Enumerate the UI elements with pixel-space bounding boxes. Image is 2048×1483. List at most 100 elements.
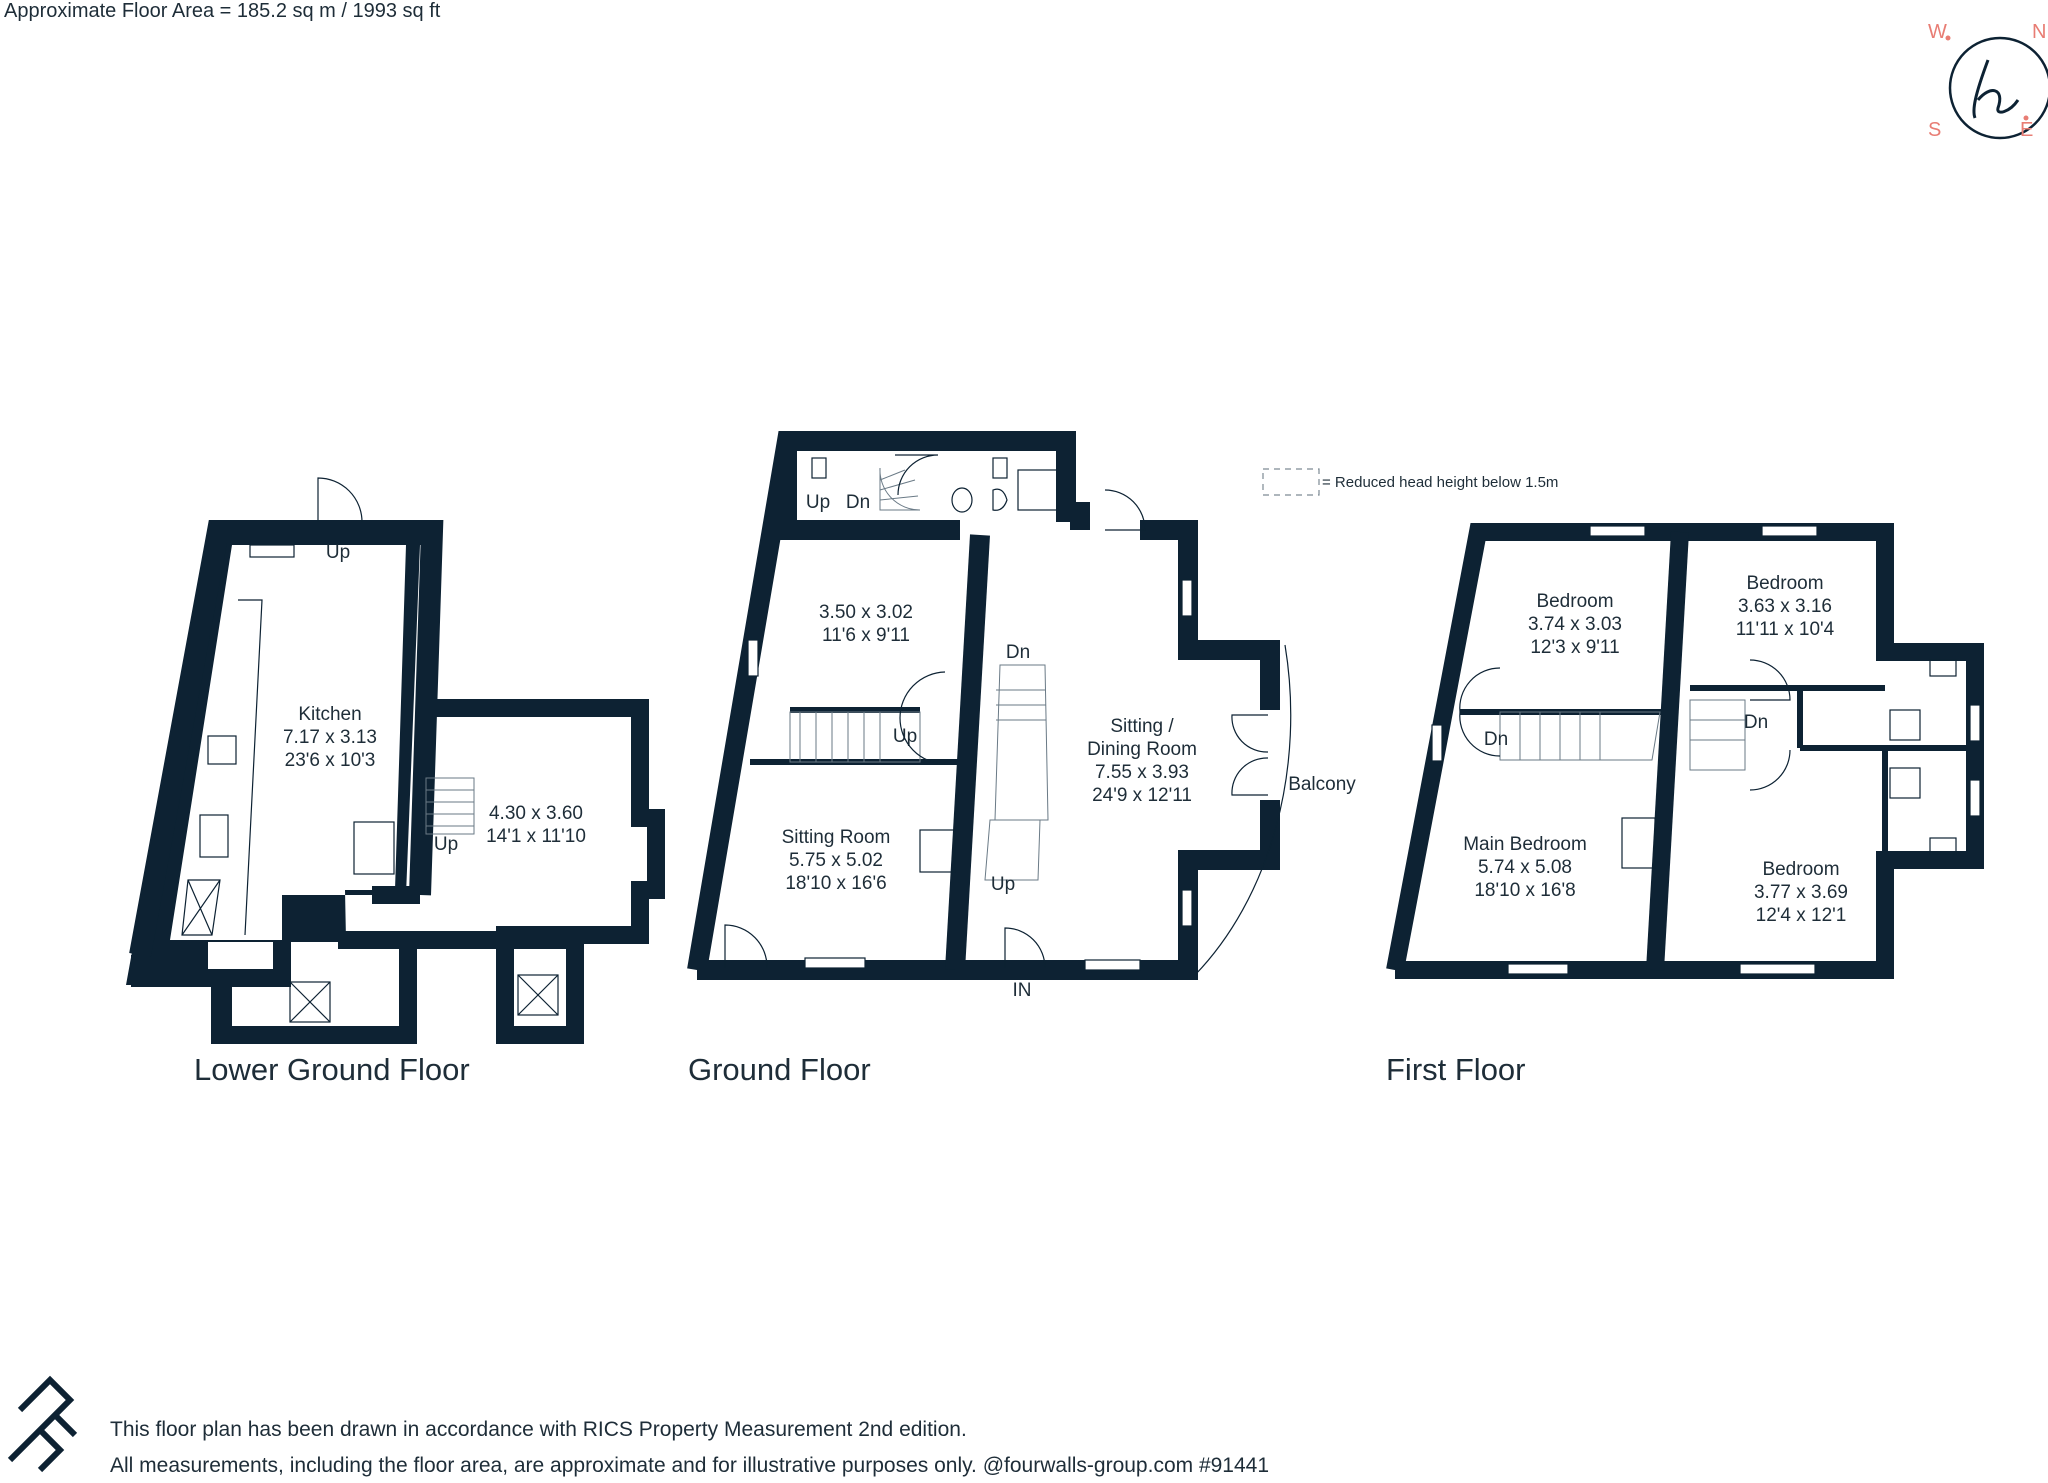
spiral-stairs-icon [879, 467, 921, 511]
window [1739, 963, 1816, 975]
sitting-dining-metric: 7.55 x 3.93 [1095, 762, 1189, 783]
worktop [238, 599, 263, 936]
shower-icon [1889, 709, 1921, 741]
shower-icon [1017, 469, 1059, 511]
door-icon [724, 924, 768, 969]
wc-icon [811, 457, 827, 479]
bedroom-metric: 3.74 x 3.03 [1528, 614, 1622, 635]
door-icon [1749, 659, 1791, 701]
brand-logo-icon [1948, 36, 2048, 140]
window [1969, 779, 1981, 817]
sink-icon [199, 814, 229, 858]
compass-dot-icon [2023, 115, 2029, 121]
bedroom-imperial: 12'3 x 9'11 [1530, 637, 1619, 658]
ensuite [1889, 659, 1957, 855]
legend: = Reduced head height below 1.5m [1262, 468, 1558, 496]
door-icon [317, 477, 363, 523]
door-icon [895, 454, 939, 496]
balcony-outline [1194, 644, 1292, 976]
fireplace [1621, 817, 1656, 869]
skylight-icon [517, 974, 559, 1016]
brand-monogram-icon [1972, 59, 2020, 119]
window [1431, 724, 1443, 762]
counter [249, 544, 295, 558]
toilet-icon [992, 488, 1008, 511]
lower-ground-floor: Up Up Kitchen 7.17 x 3.13 23'6 x 10' [126, 477, 665, 1087]
bedroom-metric: 3.77 x 3.69 [1754, 882, 1848, 903]
sitting-room-metric: 5.75 x 5.02 [789, 850, 883, 871]
stairs-down-label: Dn [846, 492, 870, 513]
kitchen-name: Kitchen [298, 704, 361, 725]
ground-floor: Up Dn Up Dn Up [687, 431, 1356, 1087]
stairs-icon [789, 711, 921, 763]
window [804, 957, 866, 969]
compass-south: S [1928, 119, 1941, 141]
entrance-door-icon [1004, 927, 1046, 969]
floor-label-first: First Floor [1386, 1052, 1526, 1087]
sitting-dining-name-line1: Sitting / [1110, 716, 1174, 737]
sitting-dining-imperial: 24'9 x 12'11 [1092, 785, 1192, 806]
footer-disclaimer-line2: All measurements, including the floor ar… [110, 1454, 1270, 1477]
window [1181, 889, 1193, 927]
first-floor: Dn Dn Bedroom 3.74 x 3.03 12'3 x 9'11 Be… [1386, 523, 1984, 1087]
stairs-icon [1499, 699, 1746, 771]
window [1181, 579, 1193, 617]
bedroom-imperial: 11'11 x 10'4 [1736, 619, 1835, 640]
floor-area-heading: Approximate Floor Area = 185.2 sq m / 19… [4, 0, 441, 22]
sitting-room-imperial: 18'10 x 16'6 [785, 873, 886, 894]
basin-icon [1929, 659, 1957, 677]
floor-label-ground: Ground Floor [688, 1052, 871, 1087]
stairs-down-label: Dn [1484, 729, 1508, 750]
ground-wall [777, 441, 960, 540]
bedroom-name: Bedroom [1746, 573, 1823, 594]
main-bedroom-name: Main Bedroom [1463, 834, 1587, 855]
stairs-up-label: Up [806, 492, 830, 513]
stairs-up-label: Up [893, 726, 917, 747]
window [1969, 704, 1981, 742]
annex-wall [338, 926, 630, 1044]
footer-disclaimer-line1: This floor plan has been drawn in accord… [110, 1418, 967, 1441]
shower-icon [1889, 767, 1921, 799]
bedroom-name: Bedroom [1762, 859, 1839, 880]
window [747, 639, 759, 677]
sitting-room-name: Sitting Room [782, 827, 891, 848]
bedroom-imperial: 12'4 x 12'1 [1756, 905, 1847, 926]
window [1589, 525, 1646, 537]
kitchen-imperial: 23'6 x 10'3 [285, 750, 376, 771]
room-metric: 4.30 x 3.60 [489, 803, 583, 824]
compass-north: N [2032, 21, 2046, 43]
fireplace [353, 821, 395, 875]
door-icon [899, 671, 946, 765]
window [1084, 959, 1141, 971]
wc-icon [992, 457, 1008, 479]
floor-label-lower-ground: Lower Ground Floor [194, 1052, 470, 1087]
room-imperial: 14'1 x 11'10 [486, 826, 586, 847]
door-icon [1749, 749, 1791, 791]
window [1507, 963, 1569, 975]
entrance-label: IN [1013, 980, 1032, 1001]
stairs-down-label: Dn [1744, 712, 1768, 733]
compass-east: E [2020, 119, 2033, 141]
stairs-icon [984, 664, 1049, 881]
kitchen-metric: 7.17 x 3.13 [283, 727, 377, 748]
wc-block [811, 457, 1059, 513]
balcony-label: Balcony [1288, 774, 1356, 795]
fourwalls-logo-icon [7, 1375, 78, 1473]
legend-swatch [1262, 468, 1320, 496]
bedroom-name: Bedroom [1536, 591, 1613, 612]
compass-west: W [1928, 21, 1947, 43]
stairs-up-label: Up [434, 834, 458, 855]
stairs-down-label: Dn [1006, 642, 1030, 663]
room-imperial: 11'6 x 9'11 [822, 625, 910, 646]
basin-icon [951, 487, 973, 513]
hob-icon [207, 735, 237, 765]
main-bedroom-metric: 5.74 x 5.08 [1478, 857, 1572, 878]
ground-wall [1140, 520, 1280, 710]
door-icon [1459, 667, 1501, 757]
first-wall [1646, 531, 1689, 971]
sitting-dining-name-line2: Dining Room [1087, 739, 1197, 760]
window [1761, 525, 1818, 537]
annex-wall [211, 931, 417, 1044]
basin-icon [1929, 837, 1957, 855]
ground-wall [945, 534, 990, 971]
